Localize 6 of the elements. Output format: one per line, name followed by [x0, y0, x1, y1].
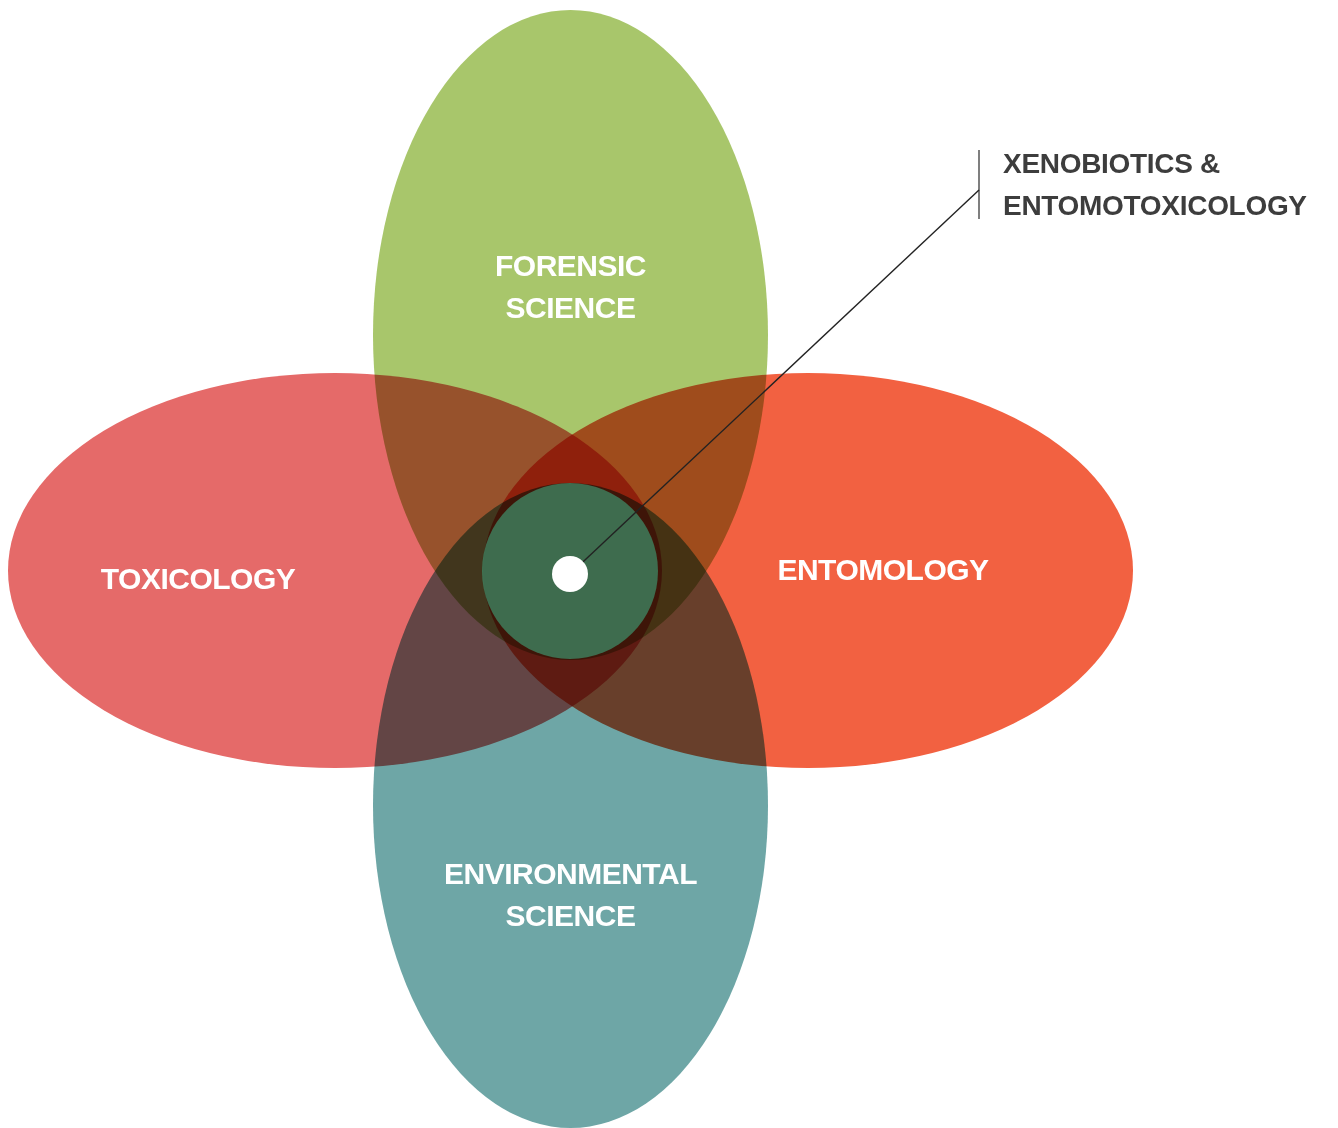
field-label: TOXICOLOGY	[99, 561, 297, 597]
callout-label: XENOBIOTICS & ENTOMOTOXICOLOGY	[1003, 147, 1308, 223]
leader-line	[582, 189, 980, 563]
field-label: ENVIRONMENTAL SCIENCE	[443, 856, 698, 934]
field-label: ENTOMOLOGY	[776, 552, 990, 588]
field-label: FORENSIC SCIENCE	[494, 248, 647, 326]
